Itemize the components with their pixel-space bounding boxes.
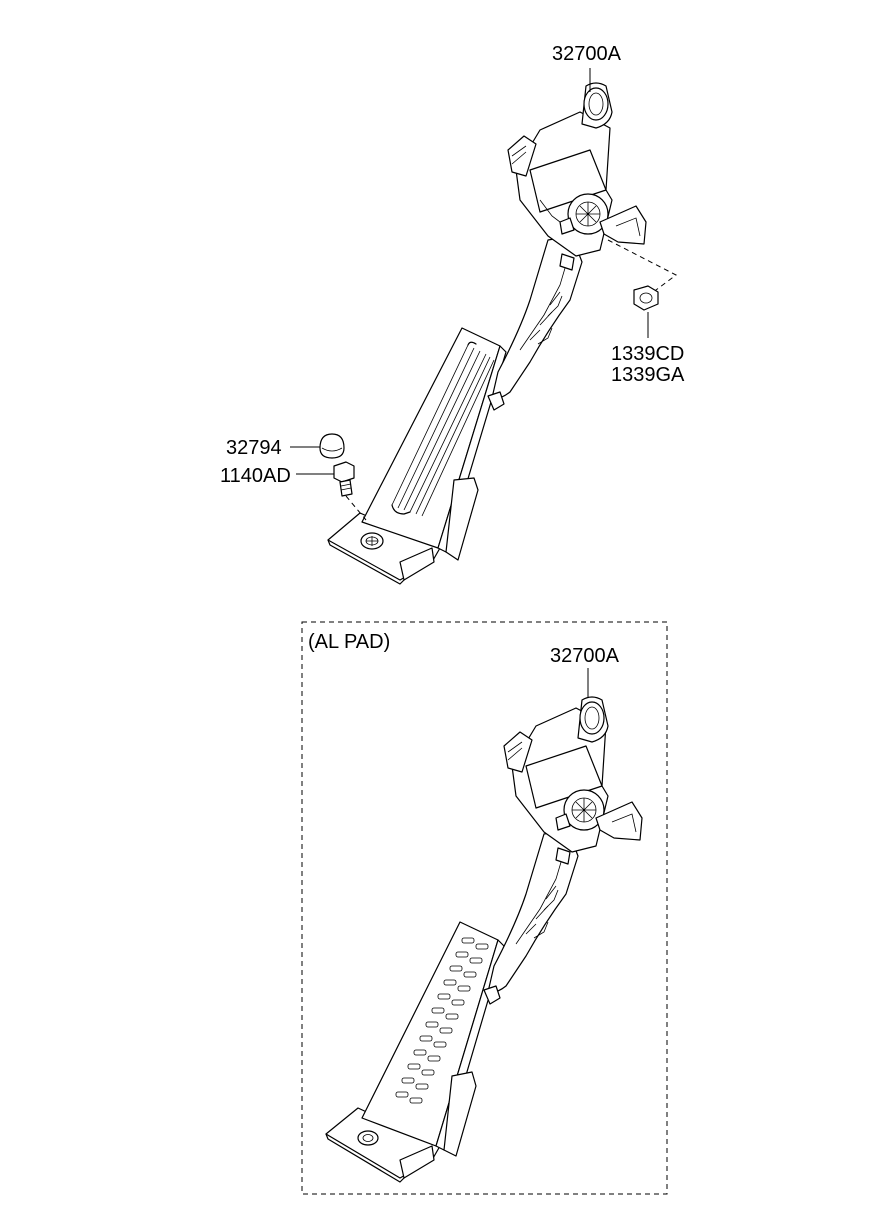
al-pad-box-label: (AL PAD) — [308, 631, 390, 653]
callout-32794: 32794 — [226, 437, 282, 459]
upper-base-plate — [327, 512, 441, 585]
al-pad-base-plate — [325, 1107, 441, 1183]
upper-nut-dash — [607, 239, 677, 297]
upper-pedal-arm — [487, 235, 583, 411]
al-pad-dashed-box — [301, 621, 668, 1195]
upper-sensor-housing — [507, 82, 647, 257]
upper-pad-hinge — [445, 477, 479, 561]
cap-icon — [319, 433, 345, 459]
al-pad-pedal-pad — [361, 921, 505, 1151]
callout-32700A-alpad: 32700A — [550, 645, 620, 667]
callout-1339GA: 1339GA — [611, 364, 685, 386]
al-pad-slots — [395, 937, 489, 1104]
al-pad-variant: (AL PAD) — [301, 621, 668, 1195]
callout-1339CD: 1339CD — [611, 343, 684, 365]
bolt-icon — [333, 461, 367, 521]
callout-32700A-upper: 32700A — [552, 43, 622, 65]
upper-pedal-pad — [361, 327, 507, 553]
al-pad-hinge — [443, 1071, 477, 1157]
nut-icon — [633, 285, 659, 311]
upper-pedal-assembly: 32700A 1339CD 1339GA 32794 1140AD — [220, 43, 685, 585]
al-pad-sensor-housing — [503, 696, 643, 853]
callout-1140AD: 1140AD — [220, 465, 291, 487]
al-pad-pedal-arm — [483, 829, 579, 1005]
